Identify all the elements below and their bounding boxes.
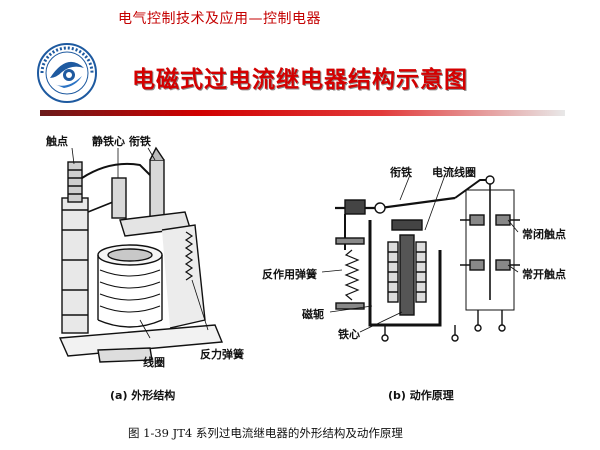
relay-external-structure-drawing [58, 146, 224, 363]
figure-caption: 图 1-39 JT4 系列过电流继电器的外形结构及动作原理 [128, 426, 403, 440]
label-yoke: 磁轭 [302, 308, 324, 321]
label-armature-b: 衔铁 [390, 166, 412, 179]
course-header-title: 电气控制技术及应用—控制电器 [118, 11, 321, 27]
slide-title: 电磁式过电流继电器结构示意图 [132, 67, 468, 93]
label-contact-a: 触点 [46, 135, 68, 148]
caption-figure-b: (b) 动作原理 [388, 389, 454, 402]
university-emblem-icon [37, 43, 97, 103]
label-reaction-spring-b: 反作用弹簧 [262, 268, 317, 281]
label-no-contact: 常开触点 [522, 268, 566, 281]
label-reaction-spring-a: 反力弹簧 [200, 348, 244, 361]
label-current-coil: 电流线圈 [432, 166, 476, 179]
label-core-b: 铁心 [338, 328, 360, 341]
label-coil-a: 线圈 [143, 356, 165, 369]
label-nc-contact: 常闭触点 [522, 228, 566, 241]
caption-figure-a: (a) 外形结构 [110, 389, 176, 402]
relay-operating-principle-drawing [321, 174, 520, 342]
label-static-core-armature: 静铁心 衔铁 [92, 135, 151, 148]
relay-diagram [58, 146, 520, 363]
title-underline-bar [40, 110, 565, 116]
